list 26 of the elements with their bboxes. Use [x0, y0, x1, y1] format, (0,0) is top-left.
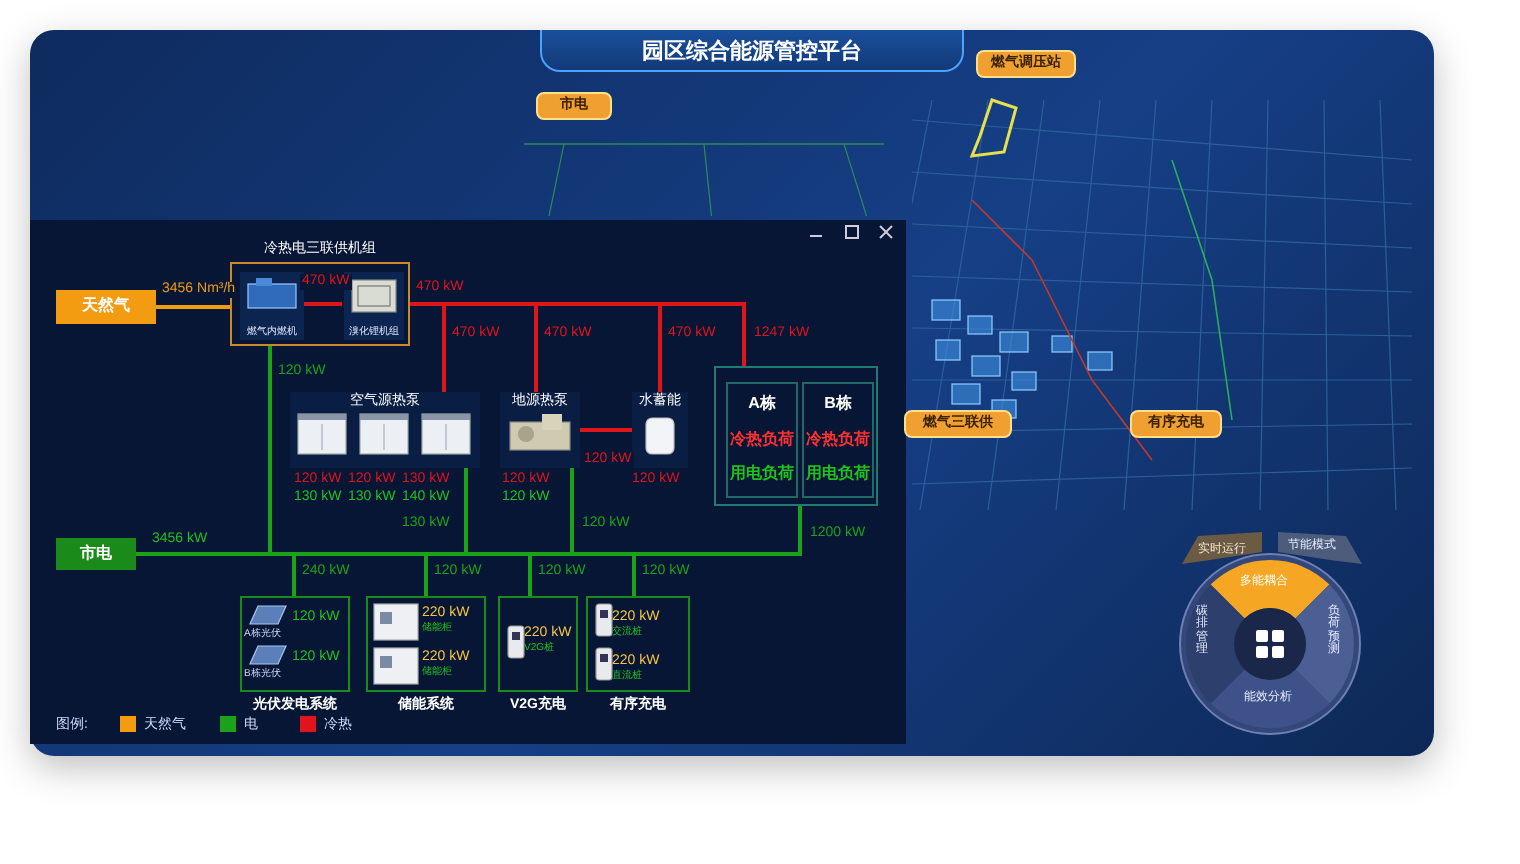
- map-tag: [904, 410, 1012, 438]
- load-text: A栋: [748, 396, 776, 415]
- building-load-box: [726, 382, 798, 498]
- equipment-group: [632, 392, 688, 468]
- equipment-group: [290, 392, 480, 468]
- load-text: 冷热负荷: [730, 431, 794, 449]
- connector-line: [580, 428, 632, 432]
- equipment-group: [500, 392, 580, 468]
- source-box: [56, 538, 136, 570]
- load-text: 冷热负荷: [806, 431, 870, 449]
- node-label: 市电: [80, 545, 112, 563]
- building-load-box: [802, 382, 874, 498]
- map-tag: [976, 50, 1076, 78]
- connector-line: [136, 552, 636, 596]
- node-label: 天然气: [82, 298, 130, 316]
- load-text: 用电负荷: [806, 465, 870, 484]
- map-tag: [1130, 410, 1222, 438]
- connector-line: [302, 302, 342, 306]
- connector-line: [410, 302, 746, 366]
- machine-unit: [240, 272, 304, 340]
- source-box: [56, 290, 156, 324]
- load-text: 用电负荷: [730, 465, 794, 484]
- load-frame: [714, 366, 878, 506]
- load-text: B栋: [824, 396, 852, 415]
- map-tag: [536, 92, 612, 120]
- title-banner: 园区综合能源管控平台: [540, 30, 964, 72]
